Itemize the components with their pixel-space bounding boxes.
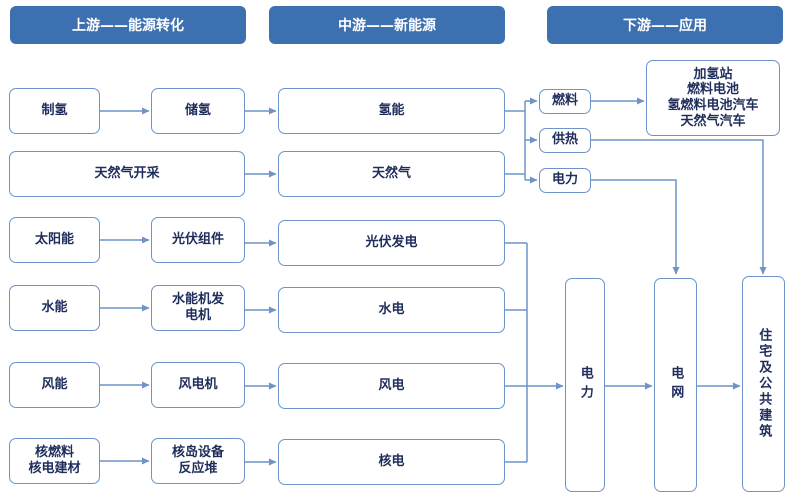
node-natural-gas: 天然气 <box>278 151 505 197</box>
header-upstream: 上游——能源转化 <box>10 6 246 44</box>
node-hydropower: 水电 <box>278 287 505 333</box>
node-hydrogen-production: 制氢 <box>9 88 100 134</box>
node-gas-extraction: 天然气开采 <box>9 151 245 197</box>
node-wind-turbine: 风电机 <box>151 362 245 408</box>
node-wind-energy: 风能 <box>9 362 100 408</box>
node-wind-power: 风电 <box>278 363 505 409</box>
node-nuclear-island: 核岛设备 反应堆 <box>151 438 245 484</box>
node-water-energy: 水能 <box>9 285 100 331</box>
node-grid-label: 电网 <box>668 366 684 404</box>
node-pv-power: 光伏发电 <box>278 220 505 266</box>
line-power-bus <box>505 242 528 463</box>
node-hydrogen-energy: 氢能 <box>278 88 505 134</box>
node-heating: 供热 <box>539 128 591 153</box>
line-hydrogen-gas-bus <box>505 101 526 180</box>
node-buildings-label: 住宅及公共建筑 <box>756 328 772 440</box>
arrow-electricity-small-to-grid <box>591 179 680 275</box>
node-solar-energy: 太阳能 <box>9 217 100 263</box>
arrow-heating-to-buildings <box>591 139 767 275</box>
node-buildings: 住宅及公共建筑 <box>742 276 785 492</box>
header-midstream: 中游——新能源 <box>269 6 505 44</box>
header-downstream: 下游——应用 <box>547 6 783 44</box>
node-nuclear-power: 核电 <box>278 439 505 485</box>
node-fuel-applications: 加氢站 燃料电池 氢燃料电池汽车 天然气汽车 <box>646 60 780 136</box>
node-electricity-small: 电力 <box>539 168 591 193</box>
node-grid: 电网 <box>654 278 697 492</box>
node-fuel: 燃料 <box>539 89 591 114</box>
node-pv-modules: 光伏组件 <box>151 217 245 263</box>
node-hydro-generator: 水能机发 电机 <box>151 285 245 331</box>
node-electricity: 电力 <box>565 278 605 492</box>
node-hydrogen-storage: 储氢 <box>151 88 245 134</box>
node-nuclear-fuel: 核燃料 核电建材 <box>9 438 100 484</box>
node-electricity-label: 电力 <box>577 366 593 404</box>
